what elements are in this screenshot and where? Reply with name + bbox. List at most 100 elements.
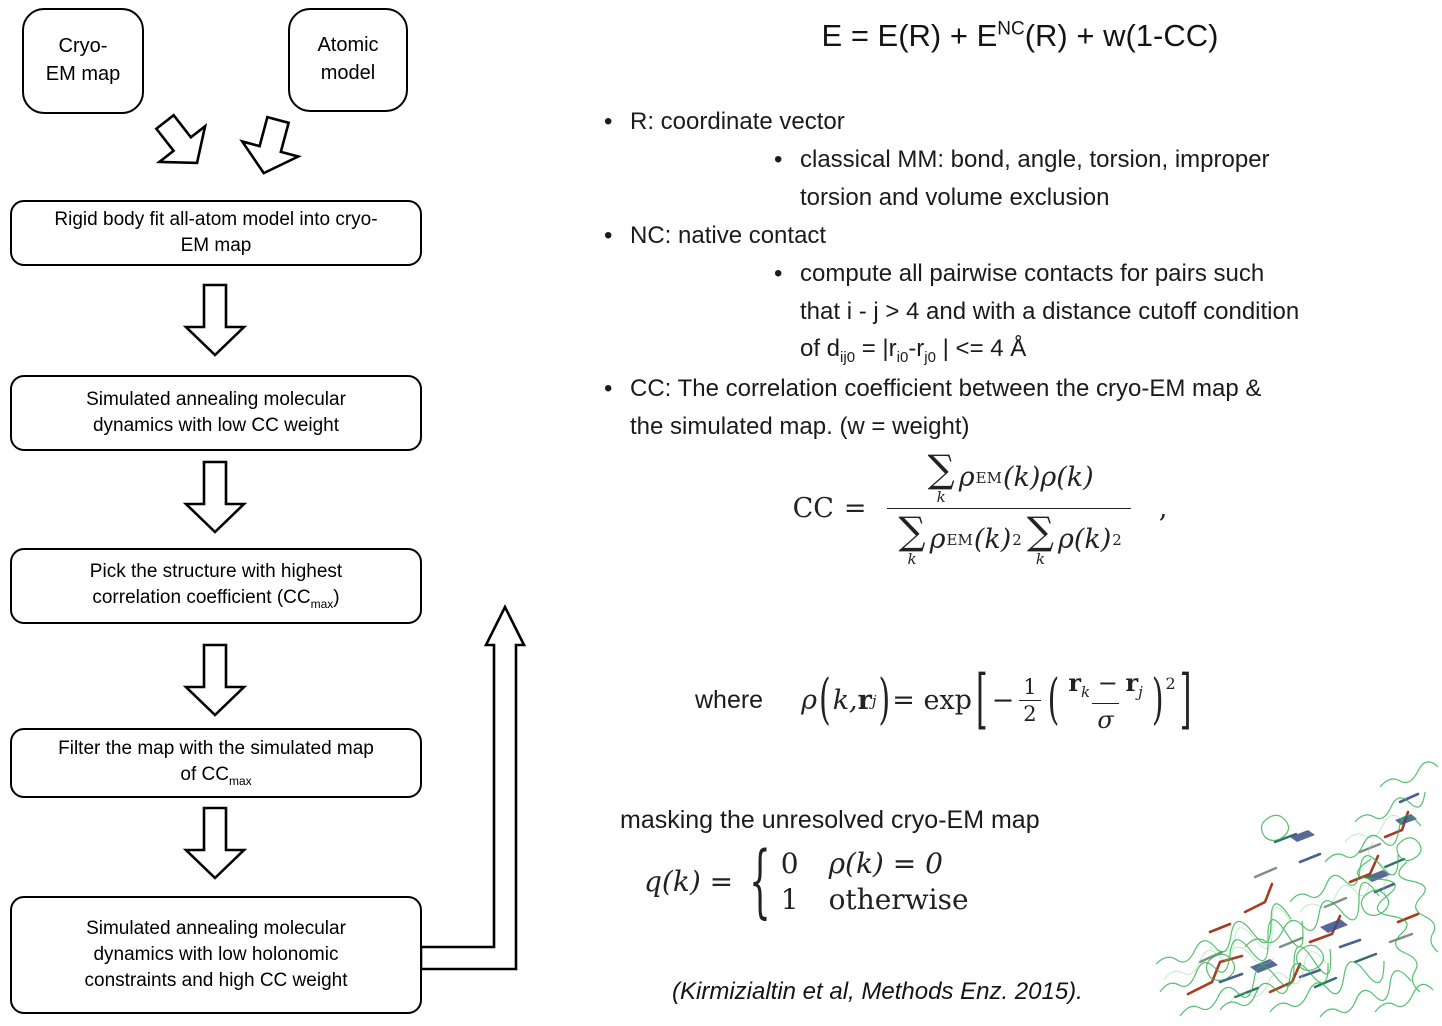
flow-step-pick-ccmax-label: Pick the structure with highest correlat… xyxy=(90,559,342,613)
flow-step-pick-ccmax-sub: max xyxy=(310,597,334,612)
molecule-density-image xyxy=(1155,761,1439,1018)
open-bracket: [ xyxy=(975,663,988,739)
squared-sup: 2 xyxy=(1165,674,1176,694)
nc-detail-p4: | <= 4 Å xyxy=(935,335,1027,363)
mask-eq-lhs: q(k) = xyxy=(644,865,734,898)
bullet-classical-mm: • classical MM: bond, angle, torsion, im… xyxy=(766,141,1442,217)
open-paren: ( xyxy=(818,669,831,733)
arrow-step1-to-step2 xyxy=(182,283,248,357)
cases-brace: { xyxy=(749,834,771,929)
case-2-condition: otherwise xyxy=(828,883,969,916)
nc-detail-sub-i0: i0 xyxy=(896,349,909,367)
of-k: (k) xyxy=(973,524,1012,555)
k-comma: k, xyxy=(832,685,858,717)
flow-step-sa-md-low-cc: Simulated annealing molecular dynamics w… xyxy=(10,375,422,451)
arrow-feedback-loop xyxy=(419,604,527,971)
cc-eq-equals: = xyxy=(843,493,867,524)
arrow-model-to-fit xyxy=(239,115,302,175)
nc-detail-sub-j0: j0 xyxy=(924,349,936,367)
open-paren: ( xyxy=(1047,669,1060,733)
rho-symbol: ρ xyxy=(929,524,946,555)
equals-exp: = exp xyxy=(892,685,972,717)
rho-em-sup: EM xyxy=(946,530,973,549)
cases-rows: 0 ρ(k) = 0 1 otherwise xyxy=(781,847,969,916)
bullet-list: • R: coordinate vector • classical MM: b… xyxy=(596,103,1442,446)
vector-r: r xyxy=(1125,668,1139,697)
nc-detail-p3: -r xyxy=(908,335,925,363)
masking-section: masking the unresolved cryo-EM map q(k) … xyxy=(620,806,1040,929)
frac-num-1: 1 xyxy=(1023,675,1037,700)
sum-limit-k: k xyxy=(907,550,917,568)
bullet-cc-text: CC: The correlation coefficient between … xyxy=(630,374,1262,440)
case-1-condition: ρ(k) = 0 xyxy=(828,847,943,880)
sigma-symbol: ∑ xyxy=(1026,509,1054,553)
case-2-value: 1 xyxy=(780,883,799,916)
flow-step-sa-md-low-cc-label: Simulated annealing molecular dynamics w… xyxy=(86,388,346,436)
fraction-bar xyxy=(886,508,1131,509)
frac-den-sigma: σ xyxy=(1092,702,1119,734)
cc-eq-lhs: CC xyxy=(792,493,834,524)
sticks-teal xyxy=(1233,832,1406,999)
sub-j: j xyxy=(871,691,877,710)
sub-j: j xyxy=(1138,682,1143,701)
sum-over-k: ∑k xyxy=(899,512,926,567)
vector-r: r xyxy=(1068,668,1082,697)
nc-detail-sub-ij0: ij0 xyxy=(840,349,856,367)
bullet-nc: • NC: native contact xyxy=(596,217,1442,255)
sum-over-k: ∑k xyxy=(928,450,955,505)
flow-step-filter-map-pre: Filter the map with the simulated map of… xyxy=(58,738,374,786)
bullet-classical-mm-text: classical MM: bond, angle, torsion, impr… xyxy=(800,145,1270,211)
flow-step-pick-ccmax-pre: Pick the structure with highest correlat… xyxy=(89,561,343,609)
base-plates xyxy=(1250,814,1417,973)
rho-em-sup: EM xyxy=(975,468,1002,487)
flow-source-atomic-label: Atomic model xyxy=(317,34,379,84)
bullet-nc-detail-text: compute all pairwise contacts for pairs … xyxy=(800,255,1299,370)
masking-heading: masking the unresolved cryo-EM map xyxy=(620,806,1040,834)
squared-sup: 2 xyxy=(1112,530,1122,549)
bullet-r: • R: coordinate vector xyxy=(596,103,1442,141)
close-bracket: ] xyxy=(1179,663,1192,739)
cc-eq-comma: , xyxy=(1158,493,1168,524)
sigma-symbol: ∑ xyxy=(898,509,926,553)
bullet-dot: • xyxy=(604,221,613,249)
bullet-native-contact-detail: • compute all pairwise contacts for pair… xyxy=(766,255,1442,370)
flow-source-cryo-em-map: Cryo- EM map xyxy=(22,8,144,114)
flow-source-cryo-em-label: Cryo- EM map xyxy=(45,35,121,85)
bullet-dot: • xyxy=(774,259,783,287)
flow-step-sa-md-high-cc-label: Simulated annealing molecular dynamics w… xyxy=(84,917,348,992)
bullet-cc: • CC: The correlation coefficient betwee… xyxy=(596,370,1442,446)
arrow-step4-to-step5 xyxy=(182,806,248,880)
flow-step-filter-map-sub: max xyxy=(228,774,252,789)
case-1-value: 0 xyxy=(780,847,799,880)
density-mesh xyxy=(1155,761,1439,1018)
mask-equation: q(k) = { 0 ρ(k) = 0 1 otherwise xyxy=(644,835,1040,929)
sub-k: k xyxy=(1081,682,1091,701)
flow-step-sa-md-high-cc: Simulated annealing molecular dynamics w… xyxy=(10,896,422,1014)
energy-eq-part1: E = E(R) + E xyxy=(821,18,998,53)
close-paren: ) xyxy=(878,669,891,733)
sum-over-k: ∑k xyxy=(1027,512,1054,567)
rho-symbol: ρ xyxy=(958,462,975,493)
energy-eq-sup-nc: NC xyxy=(997,18,1025,40)
close-paren: ) xyxy=(1151,669,1164,733)
rk-minus-rj-over-sigma: rk − rj σ xyxy=(1063,668,1147,734)
flow-step-pick-ccmax: Pick the structure with highest correlat… xyxy=(10,548,422,624)
energy-eq-part2: (R) + w(1-CC) xyxy=(1024,18,1219,53)
rho-of-k: ρ(k) xyxy=(1040,462,1094,493)
energy-equation: E = E(R) + ENC(R) + w(1-CC) xyxy=(600,18,1440,54)
frac-num-rk-rj: rk − rj xyxy=(1063,668,1147,703)
squared-sup: 2 xyxy=(1012,530,1022,549)
nc-detail-p2: = |r xyxy=(855,335,897,363)
bullet-dot: • xyxy=(604,374,613,402)
minus-sign: − xyxy=(1090,669,1126,697)
bullet-nc-text: NC: native contact xyxy=(630,221,827,249)
flow-step-rigid-body-fit-label: Rigid body fit all-atom model into cryo-… xyxy=(54,208,378,256)
arrow-cryo-to-fit xyxy=(154,113,208,165)
flow-step-pick-ccmax-post: ) xyxy=(333,587,340,609)
